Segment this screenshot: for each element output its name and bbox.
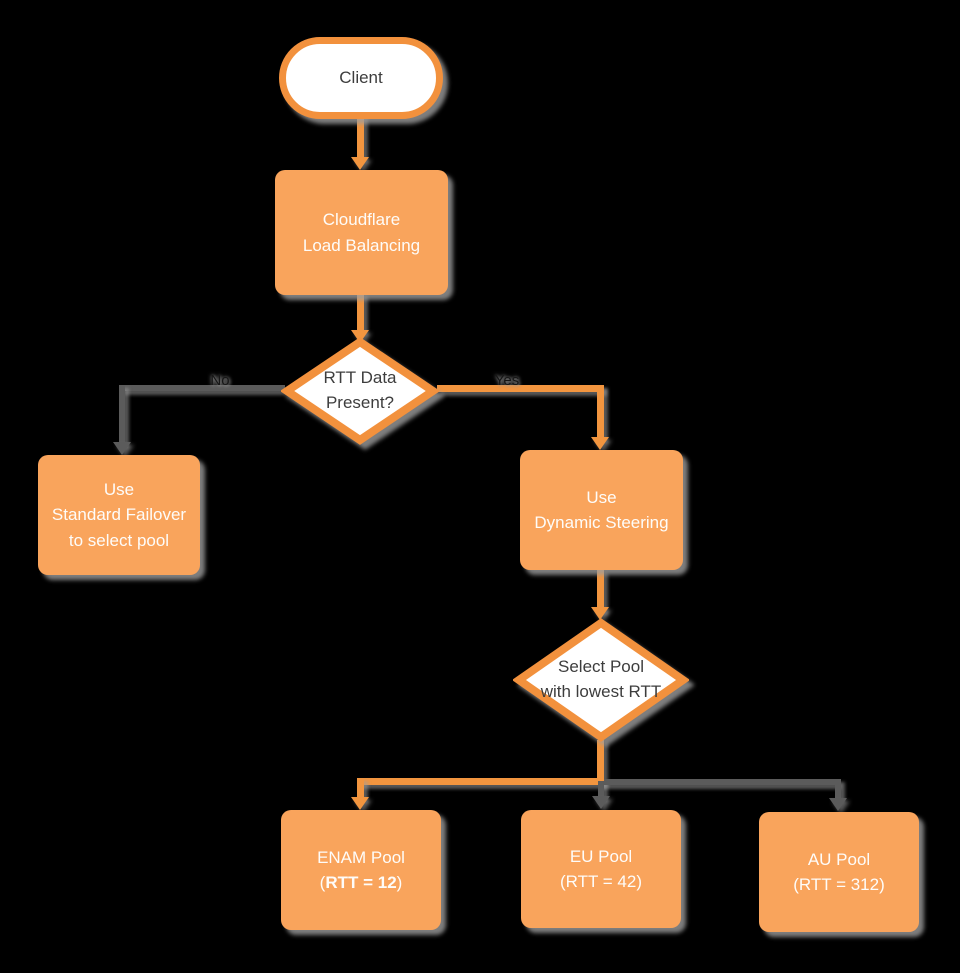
enam-pool-node: ENAM Pool (RTT = 12) [281, 810, 441, 930]
arrowhead-ds-to-select-icon [591, 607, 609, 620]
edge-lb-to-rtt [357, 293, 364, 333]
edge-label-no: No [210, 372, 230, 389]
load-balancer-label-line1: Cloudflare [322, 210, 401, 229]
rtt-decision-diamond-shape [281, 337, 439, 445]
au-pool-node: AU Pool (RTT = 312) [759, 812, 919, 932]
arrowhead-select-to-au-icon [829, 798, 847, 811]
rtt-decision-label-line2: Present? [325, 393, 395, 412]
arrowhead-rtt-yes-icon [591, 437, 609, 450]
edge-select-to-au-vertical [835, 779, 841, 800]
edge-client-to-lb [357, 114, 364, 160]
select-pool-label-line1: Select Pool [558, 657, 644, 677]
client-node: Client [279, 37, 443, 119]
standard-failover-label-line1: Use [103, 479, 135, 499]
rtt-decision-diamond: RTT Data Present? [281, 337, 439, 445]
edge-label-yes: Yes [494, 372, 520, 389]
enam-pool-label-line2: (RTT = 12) [319, 873, 403, 892]
eu-pool-node: EU Pool (RTT = 42) [521, 810, 681, 928]
dynamic-steering-label-line1: Use [586, 487, 617, 507]
load-balancer-label-line2: Load Balancing [302, 235, 421, 255]
client-node-label: Client [339, 68, 383, 87]
standard-failover-node: Use Standard Failover to select pool [38, 455, 200, 575]
enam-pool-label-line1: ENAM Pool [317, 847, 405, 867]
au-pool-label-line2: (RTT = 312) [793, 875, 885, 894]
edge-select-to-eu-vertical [598, 781, 604, 799]
eu-pool-label-line2: (RTT = 42) [559, 872, 643, 891]
select-pool-label-line2: with lowest RTT [540, 682, 662, 701]
arrowhead-lb-to-rtt-icon [351, 330, 369, 343]
edge-rtt-yes-horizontal [437, 385, 604, 392]
arrowhead-select-to-enam-icon [351, 797, 369, 810]
enam-pool-rtt-value: RTT = 12 [325, 873, 397, 892]
arrowhead-select-to-eu-icon [592, 796, 610, 809]
load-balancer-node: Cloudflare Load Balancing [275, 170, 448, 295]
rtt-decision-label-line1: RTT Data [323, 368, 397, 388]
edge-ds-to-select [597, 570, 604, 612]
standard-failover-label-line3: to select pool [68, 530, 170, 550]
arrowhead-rtt-no-icon [113, 442, 131, 455]
select-pool-diamond-shape [513, 618, 689, 742]
edge-select-to-enam-vertical [357, 778, 364, 800]
edge-rtt-no-vertical [119, 385, 125, 445]
au-pool-label-line1: AU Pool [807, 849, 871, 869]
dynamic-steering-label-line2: Dynamic Steering [534, 513, 669, 532]
edge-select-down [597, 740, 604, 785]
edge-rtt-no-horizontal [122, 385, 285, 391]
standard-failover-label-line2: Standard Failover [51, 505, 187, 525]
eu-pool-label-line1: EU Pool [569, 846, 633, 866]
edge-select-to-enam-horizontal [357, 778, 604, 785]
dynamic-steering-node: Use Dynamic Steering [520, 450, 683, 570]
arrowhead-client-to-lb-icon [351, 157, 369, 170]
select-pool-diamond: Select Pool with lowest RTT [513, 618, 689, 742]
edge-rtt-yes-vertical [597, 385, 604, 440]
edge-select-to-au-horizontal [604, 779, 838, 785]
